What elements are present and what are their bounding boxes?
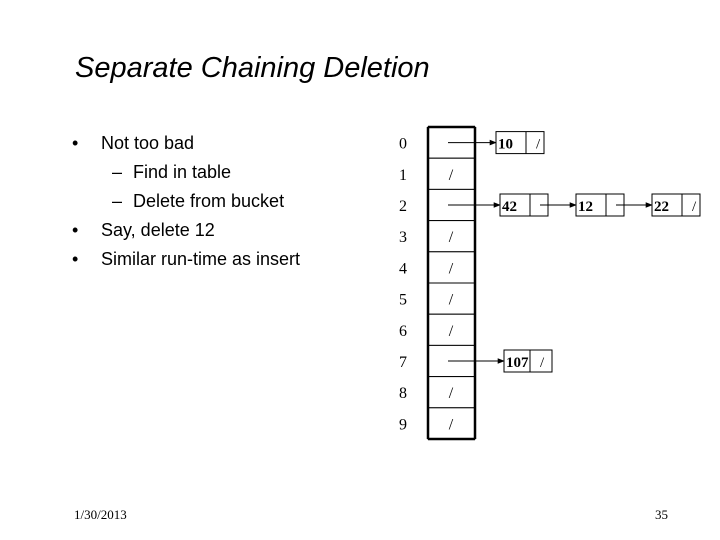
- null-pointer: /: [449, 167, 454, 184]
- node-key: 12: [578, 199, 593, 215]
- node-key: 107: [506, 355, 529, 371]
- table-cell: [427, 407, 476, 440]
- null-pointer: /: [449, 260, 454, 277]
- sub-bullet-marker: –: [112, 191, 123, 211]
- null-pointer: /: [540, 355, 545, 371]
- node-key: 10: [498, 137, 513, 153]
- bullet-item: • Similar run-time as insert: [72, 245, 372, 274]
- slot-index: 6: [399, 323, 407, 340]
- page-number: 35: [655, 507, 668, 522]
- bullet-text: Say, delete 12: [101, 220, 215, 240]
- slot-index: 8: [399, 385, 407, 402]
- table-cell: [427, 220, 476, 253]
- footer-date: 1/30/2013: [74, 507, 127, 522]
- null-pointer: /: [536, 137, 541, 153]
- table-cell: [427, 251, 476, 284]
- slot-index: 7: [399, 354, 407, 371]
- slot-index: 1: [399, 167, 407, 184]
- slot-index: 3: [399, 229, 407, 246]
- bullet-text: Not too bad: [101, 133, 195, 153]
- chain-node: [503, 349, 553, 373]
- null-pointer: /: [449, 416, 454, 433]
- node-key: 22: [654, 199, 669, 215]
- bullet-marker: •: [72, 249, 79, 269]
- null-pointer: /: [449, 385, 454, 402]
- chain-node: [495, 131, 545, 155]
- chain-node: [651, 193, 701, 217]
- sub-bullet-text: Delete from bucket: [133, 191, 285, 211]
- slot-index: 2: [399, 198, 407, 215]
- sub-bullet-item: – Delete from bucket: [72, 187, 372, 216]
- null-pointer: /: [449, 229, 454, 246]
- bullet-marker: •: [72, 220, 79, 240]
- bullet-text: Similar run-time as insert: [101, 249, 301, 269]
- slide-title: Separate Chaining Deletion: [75, 52, 430, 84]
- sub-bullet-text: Find in table: [133, 162, 232, 182]
- null-pointer: /: [449, 323, 454, 340]
- slot-index: 4: [399, 260, 407, 277]
- bullet-item: • Say, delete 12: [72, 216, 372, 245]
- bullet-item: • Not too bad: [72, 129, 372, 158]
- bullet-marker: •: [72, 133, 79, 153]
- null-pointer: /: [449, 292, 454, 309]
- node-key: 42: [502, 199, 517, 215]
- slot-index: 0: [399, 136, 407, 153]
- bullet-list: • Not too bad – Find in table – Delete f…: [72, 129, 372, 274]
- null-pointer: /: [692, 199, 697, 215]
- slot-index: 9: [399, 416, 407, 433]
- slot-index: 5: [399, 292, 407, 309]
- sub-bullet-item: – Find in table: [72, 158, 372, 187]
- sub-bullet-marker: –: [112, 162, 123, 182]
